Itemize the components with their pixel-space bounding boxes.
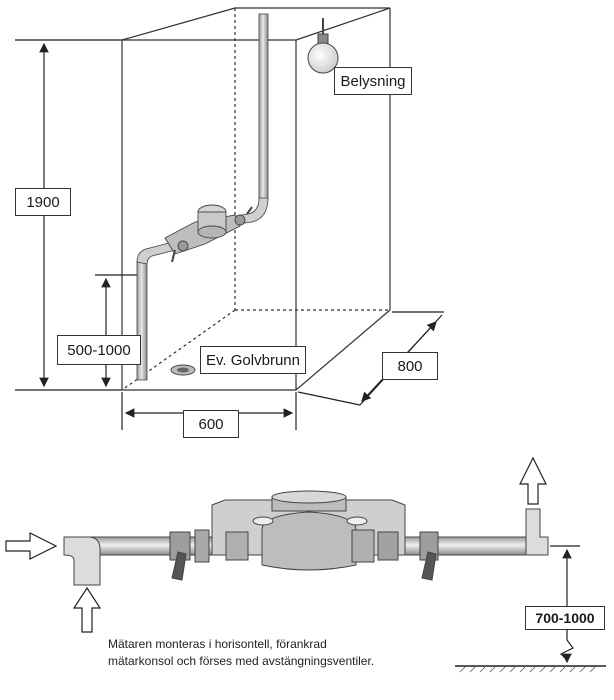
- meter-pipe-assembly: [63, 490, 549, 586]
- flow-arrows: [5, 456, 547, 633]
- caption: Mätaren monteras i horisontell, förankra…: [108, 636, 408, 670]
- floor-drain-label: Ev. Golvbrunn: [200, 346, 306, 374]
- width-label: 600: [183, 410, 239, 438]
- room-pipe: [136, 13, 269, 381]
- caption-line-2: mätarkonsol och förses med avstängningsv…: [108, 654, 375, 668]
- belysning-label: Belysning: [334, 67, 412, 95]
- inflow-arrow-icon: [5, 532, 58, 560]
- up-arrow-left-icon: [72, 586, 102, 633]
- room-water-meter: [164, 204, 253, 263]
- caption-line-1: Mätaren monteras i horisontell, förankra…: [108, 637, 327, 651]
- floor-drain: [170, 364, 196, 376]
- pipe-height-label: 500-1000: [57, 335, 141, 365]
- light-bulb-icon: [307, 18, 339, 74]
- room-box: [121, 7, 391, 391]
- height-total-label: 1900: [15, 188, 71, 216]
- meter-height-label: 700-1000: [525, 606, 605, 630]
- depth-label: 800: [382, 352, 438, 380]
- floor-hatching: [459, 665, 597, 673]
- up-arrow-right-icon: [519, 456, 547, 505]
